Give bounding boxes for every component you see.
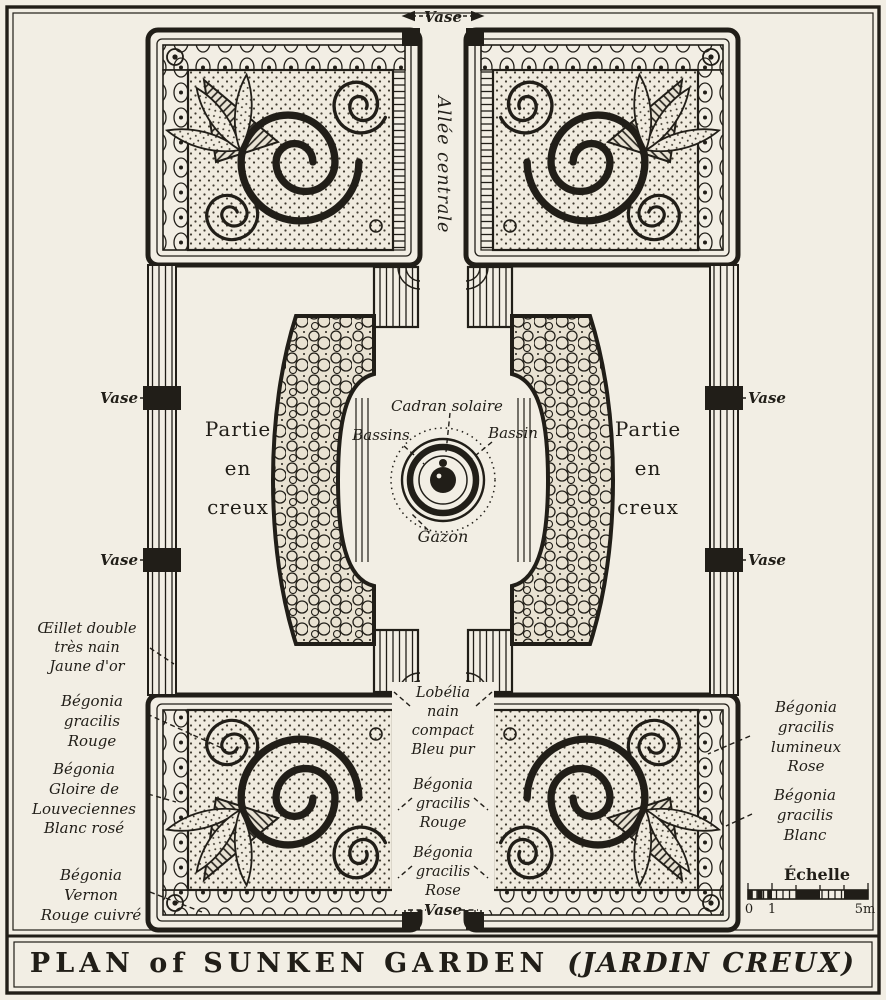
label-oeillet-double: Œillet double très nain Jaune d'or <box>37 621 137 676</box>
central-basin <box>390 427 496 533</box>
label-partie-en-creux-right: Partie en creux <box>614 417 682 519</box>
scale-bar <box>747 883 869 900</box>
frame <box>5 5 881 995</box>
scale-zero: 0 <box>744 902 754 917</box>
label-allee-centrale: Allée centrale <box>433 96 453 234</box>
label-vase-top: Vase <box>424 8 462 26</box>
label-vase-bottom: Vase <box>424 901 462 919</box>
label-bassins: Bassins <box>352 426 410 444</box>
label-begonia-vernon: Bégonia Vernon Rouge cuivré <box>40 866 142 924</box>
label-begonia-gracilis-rose: Bégonia gracilis Rose <box>413 845 473 900</box>
label-vase-right-lower: Vase <box>748 551 786 569</box>
label-partie-en-creux-left: Partie en creux <box>204 417 272 519</box>
label-begonia-gracilis-rouge-left: Bégonia gracilis Rouge <box>61 692 123 750</box>
scale-five-m: 5m <box>854 902 876 917</box>
page-title: PLAN of SUNKEN GARDEN <box>29 948 550 979</box>
label-begonia-lumineux: Bégonia gracilis lumineux Rose <box>770 698 842 776</box>
label-vase-left-upper: Vase <box>100 389 138 407</box>
sundial-icon <box>430 467 456 493</box>
label-pocket <box>392 682 494 910</box>
label-begonia-gracilis-rouge-center: Bégonia gracilis Rouge <box>413 777 473 832</box>
page-title-sub: (JARDIN CREUX) <box>567 948 857 979</box>
label-vase-left-lower: Vase <box>100 551 138 569</box>
scale-one: 1 <box>767 902 777 917</box>
label-cadran-solaire: Cadran solaire <box>391 397 503 415</box>
label-gazon: Gazon <box>417 527 469 546</box>
label-begonia-blanc: Bégonia gracilis Blanc <box>774 786 836 844</box>
title-band: PLAN of SUNKEN GARDEN (JARDIN CREUX) <box>15 941 871 986</box>
label-vase-right-upper: Vase <box>748 389 786 407</box>
label-begonia-gloire: Bégonia Gloire de Louveciennes Blanc ros… <box>32 760 136 838</box>
label-bassin: Bassin <box>488 424 538 442</box>
label-echelle: Échelle <box>783 865 851 884</box>
leader-lines <box>140 397 753 913</box>
label-lobelia: Lobélia nain compact Bleu pur <box>411 685 475 759</box>
